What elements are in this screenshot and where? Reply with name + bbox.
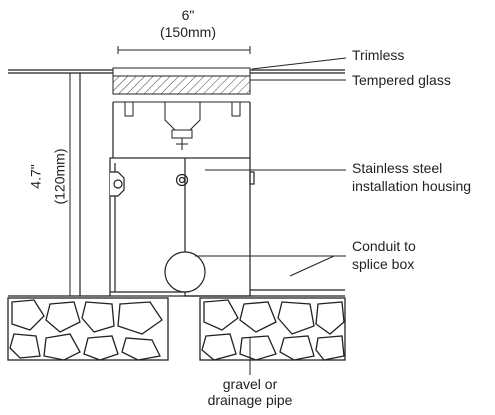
- width-dimension-line: [117, 46, 251, 54]
- width-dimension-value: 6": [181, 7, 195, 23]
- lamp-assembly: [124, 101, 241, 150]
- conduit-label-line2: splice box: [352, 256, 415, 272]
- surrounding-surface: [8, 69, 345, 296]
- tempered-glass-label: Tempered glass: [352, 72, 451, 88]
- gravel-bed-right: [199, 297, 346, 361]
- housing-label-line1: Stainless steel: [352, 160, 443, 176]
- gravel-label-line2: drainage pipe: [207, 392, 293, 408]
- conduit-pipe: [164, 251, 206, 293]
- slab-lines: [8, 289, 345, 297]
- trimless-label: Trimless: [352, 47, 405, 63]
- gravel-label-line1: gravel or: [222, 376, 278, 392]
- tempered-glass-top: [112, 67, 251, 103]
- height-dimension-value: 4.7": [27, 164, 44, 189]
- conduit-label-line1: Conduit to: [352, 238, 416, 254]
- callout-leaders: [195, 57, 347, 375]
- gravel-bed-left: [7, 297, 169, 361]
- width-dimension-metric: (150mm): [159, 24, 216, 40]
- housing-label-line2: installation housing: [352, 178, 472, 194]
- height-dimension-metric: (120mm): [51, 148, 68, 205]
- upper-housing: [112, 102, 251, 158]
